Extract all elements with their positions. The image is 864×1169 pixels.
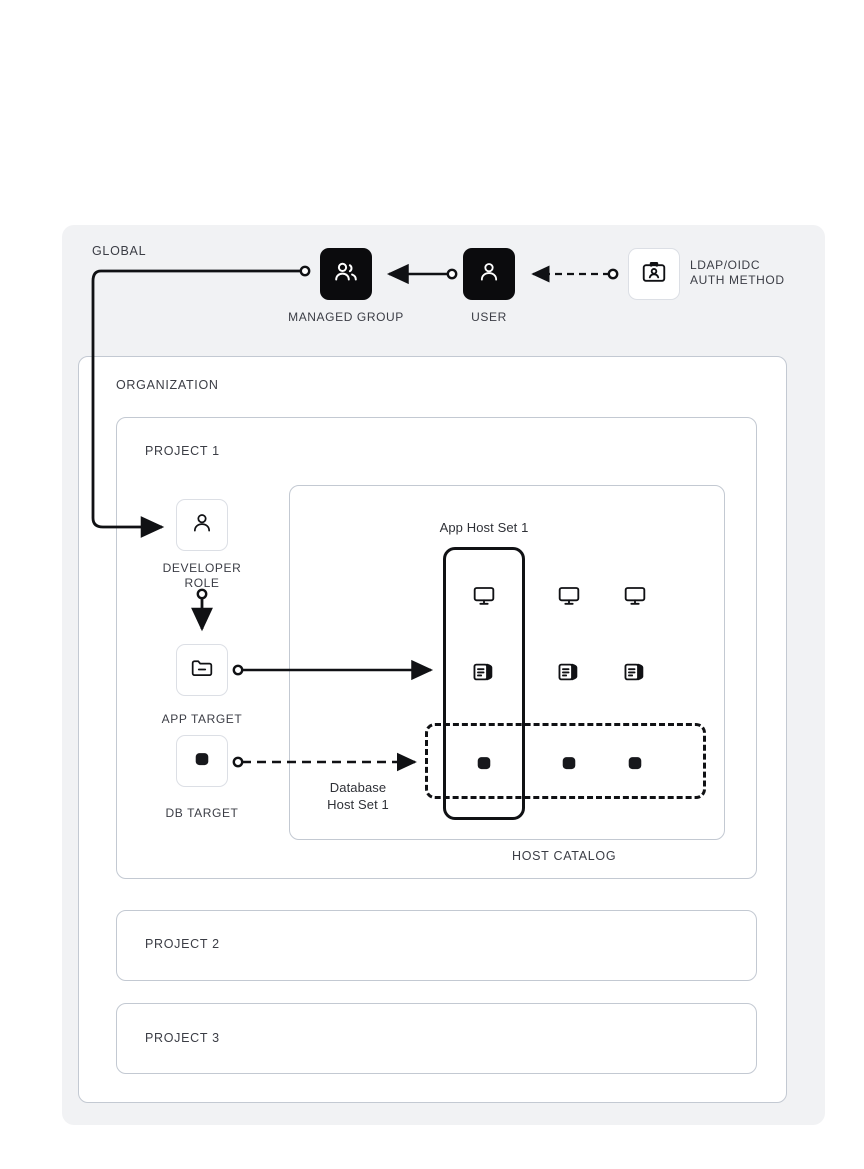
database-icon — [189, 746, 215, 777]
developer-role-label: DEVELOPER ROLE — [152, 561, 252, 591]
server-icon[interactable] — [469, 657, 499, 687]
managed-group-label: MANAGED GROUP — [288, 310, 404, 324]
global-zone-label: GLOBAL — [92, 244, 147, 258]
database-host-set-label-line1: Database — [329, 780, 387, 795]
monitor-icon[interactable] — [554, 581, 584, 611]
app-host-set-label: App Host Set 1 — [439, 520, 529, 535]
database-host-set-label-line2: Host Set 1 — [327, 797, 389, 812]
user-role-icon — [189, 510, 215, 541]
developer-role-node[interactable] — [176, 499, 228, 551]
app-target-node[interactable] — [176, 644, 228, 696]
database-host-set-outline — [425, 723, 706, 799]
user-label: USER — [471, 310, 507, 324]
auth-method-node[interactable] — [628, 248, 680, 300]
auth-method-label-line2: AUTH METHOD — [690, 273, 785, 287]
app-target-label: APP TARGET — [161, 712, 243, 726]
server-icon[interactable] — [554, 657, 584, 687]
auth-method-label: LDAP/OIDC AUTH METHOD — [690, 258, 830, 288]
host-catalog-box — [289, 485, 725, 840]
managed-group-node[interactable] — [320, 248, 372, 300]
project-2-box[interactable] — [116, 910, 757, 981]
project-3-label: PROJECT 3 — [145, 1031, 220, 1045]
id-badge-icon — [640, 258, 668, 291]
project-1-label: PROJECT 1 — [145, 444, 220, 458]
organization-zone-label: ORGANIZATION — [116, 378, 219, 392]
monitor-icon[interactable] — [469, 581, 499, 611]
database-icon[interactable] — [554, 748, 584, 778]
folder-minus-icon — [189, 655, 215, 686]
server-icon[interactable] — [620, 657, 650, 687]
project-2-label: PROJECT 2 — [145, 937, 220, 951]
database-icon[interactable] — [469, 748, 499, 778]
developer-role-label-line1: DEVELOPER — [162, 561, 242, 575]
database-host-set-label: Database Host Set 1 — [310, 779, 406, 813]
db-target-node[interactable] — [176, 735, 228, 787]
user-icon — [476, 259, 502, 290]
managed-group-icon — [332, 258, 360, 291]
app-host-set-outline — [443, 547, 525, 820]
db-target-label: DB TARGET — [165, 806, 239, 820]
monitor-icon[interactable] — [620, 581, 650, 611]
developer-role-label-line2: ROLE — [184, 576, 220, 590]
auth-method-label-line1: LDAP/OIDC — [690, 258, 761, 272]
database-icon[interactable] — [620, 748, 650, 778]
user-node[interactable] — [463, 248, 515, 300]
host-catalog-label: HOST CATALOG — [512, 849, 617, 863]
project-3-box[interactable] — [116, 1003, 757, 1074]
